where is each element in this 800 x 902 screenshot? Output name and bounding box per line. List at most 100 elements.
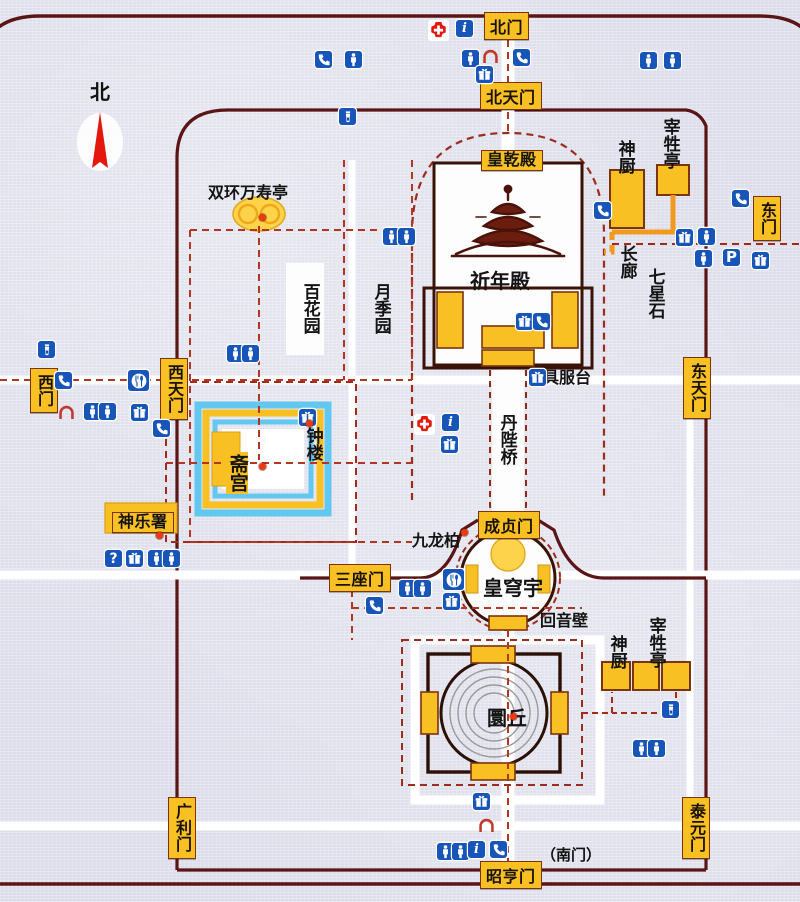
compass-north-label: 北 xyxy=(90,80,110,104)
vault-south-gate xyxy=(488,615,528,631)
yuanqiu-compound xyxy=(401,639,583,786)
vault-roof xyxy=(490,536,526,572)
landmark-label-qinian-hall[interactable]: 祈年殿 xyxy=(470,269,530,293)
baihua-garden-block xyxy=(286,263,324,355)
gift-shop-icon xyxy=(131,404,148,421)
shuanghuan-pavilion-shape xyxy=(232,196,286,232)
drinking-water-icon xyxy=(339,108,356,125)
restroom-icon xyxy=(399,580,416,597)
south-shenchu-b2 xyxy=(632,661,660,691)
parking-icon: P xyxy=(723,249,740,266)
landmark-label-shenyue-office[interactable]: 神乐署 xyxy=(112,512,174,533)
restroom-icon xyxy=(640,52,657,69)
landmark-label-jiulong-cypress[interactable]: 九龙柏 xyxy=(412,531,461,550)
yuanqiu-ring-4 xyxy=(465,684,523,742)
compass-needle xyxy=(92,112,108,168)
landmark-label-shenchu-north[interactable]: 神厨 xyxy=(614,140,635,174)
gate-label-north-gate[interactable]: 北门 xyxy=(484,12,530,40)
yuanqiu-south-gate xyxy=(470,762,516,781)
gate-label-west-gate[interactable]: 西门 xyxy=(30,368,58,413)
first-aid-icon xyxy=(428,20,449,41)
qinian-compound xyxy=(410,131,606,500)
restroom-icon xyxy=(99,403,116,420)
restaurant-icon xyxy=(128,370,149,391)
qinian-outer-dashed xyxy=(410,131,606,500)
landmark-label-yueji-garden[interactable]: 月季园 xyxy=(370,283,391,334)
telephone-icon xyxy=(513,49,530,66)
qinian-east-hall xyxy=(551,291,579,349)
landmark-label-zaisheng-north[interactable]: 宰牲亭 xyxy=(659,118,680,169)
south-shenchu-b3 xyxy=(661,661,691,691)
gate-label-taiyuan-gate[interactable]: 泰元门 xyxy=(682,797,710,859)
landmark-label-zhaigong[interactable]: 斋宫 xyxy=(226,452,249,494)
drinking-water-icon xyxy=(38,341,55,358)
telephone-icon xyxy=(55,372,72,389)
yuanqiu-west-gate xyxy=(420,691,439,735)
qinian-temple-pictogram xyxy=(450,184,566,258)
gate-label-east-gate[interactable]: 东门 xyxy=(753,196,781,241)
landmark-label-zaisheng-south[interactable]: 宰牲亭 xyxy=(645,617,666,668)
landmark-label-yuanqiu-altar[interactable]: 圜丘 xyxy=(487,706,527,730)
gift-shop-icon xyxy=(476,66,493,83)
information-icon: i xyxy=(456,20,473,37)
restroom-icon xyxy=(462,50,479,67)
inner-park-wall xyxy=(175,108,708,870)
landmark-label-echo-wall[interactable]: 回音壁 xyxy=(540,611,589,630)
telephone-icon xyxy=(594,202,611,219)
information-icon: i xyxy=(468,841,485,858)
yuanqiu-east-gate xyxy=(550,691,569,735)
yuanqiu-north-gate xyxy=(470,645,516,664)
archway-icon xyxy=(58,404,75,421)
south-shenchu-b1 xyxy=(601,661,631,691)
gate-label-west-heaven-gate[interactable]: 西天门 xyxy=(160,358,188,420)
telephone-icon xyxy=(533,313,550,330)
chengzhen-wall-east xyxy=(537,518,706,580)
zhaigong-wall xyxy=(202,409,324,509)
outer-park-wall xyxy=(0,14,800,29)
site-marker-mk-jiulong xyxy=(461,529,468,536)
drinking-water-icon xyxy=(662,701,679,718)
landmark-label-baihua-garden[interactable]: 百花园 xyxy=(299,283,320,334)
landmark-label-bell-tower[interactable]: 钟楼 xyxy=(302,427,323,461)
restroom-icon xyxy=(227,345,244,362)
telephone-icon xyxy=(490,841,507,858)
gate-label-sanzuo-gate[interactable]: 三座门 xyxy=(329,564,391,592)
restaurant-icon xyxy=(443,569,464,590)
gate-label-north-heaven-gate[interactable]: 北天门 xyxy=(480,82,542,110)
landmark-label-shuanghuan-pavilion[interactable]: 双环万寿亭 xyxy=(208,183,289,202)
gift-shop-icon xyxy=(752,252,769,269)
site-marker-mk-shenyue xyxy=(156,532,163,539)
restroom-icon xyxy=(84,403,101,420)
north-zaisheng-building xyxy=(656,164,690,196)
restroom-icon xyxy=(242,345,259,362)
gift-shop-icon xyxy=(529,369,546,386)
yuanqiu-ring-2 xyxy=(449,668,539,758)
landmark-label-shenchu-south[interactable]: 神厨 xyxy=(606,635,627,669)
zhaigong-outer-moat xyxy=(194,401,332,517)
landmark-label-huangqian-hall[interactable]: 皇乾殿 xyxy=(481,150,543,171)
telephone-icon xyxy=(366,597,383,614)
qinian-court-step xyxy=(422,286,594,370)
gate-label-chengzhen-gate[interactable]: 成贞门 xyxy=(478,511,540,539)
restroom-icon xyxy=(452,843,469,860)
landmark-label-changlang[interactable]: 长廊 xyxy=(616,245,637,279)
information-icon: i xyxy=(442,414,459,431)
landmark-label-danbi-bridge[interactable]: 丹陛桥 xyxy=(496,414,517,465)
site-marker-mk-belltower xyxy=(306,420,313,427)
gate-label-guangli-gate[interactable]: 广利门 xyxy=(168,797,196,859)
telephone-icon xyxy=(315,51,332,68)
danbi-bridge-shape xyxy=(492,370,524,520)
landmark-label-jufu-platform[interactable]: 具服台 xyxy=(543,368,592,387)
landmark-label-huangqiongyu[interactable]: 皇穹宇 xyxy=(483,576,543,600)
qinian-west-hall xyxy=(436,291,464,349)
site-marker-mk-shuanghuan xyxy=(259,214,266,221)
north-shenchu-group xyxy=(604,164,800,255)
landmark-label-qixing-stone[interactable]: 七星石 xyxy=(644,268,665,319)
gift-shop-icon xyxy=(126,550,143,567)
site-marker-mk-zhaigong xyxy=(259,463,266,470)
gate-label-east-heaven-gate[interactable]: 东天门 xyxy=(683,357,711,419)
gate-label-zhaoheng-gate[interactable]: 昭亨门 xyxy=(480,861,542,889)
qinian-front-gate xyxy=(481,325,545,349)
